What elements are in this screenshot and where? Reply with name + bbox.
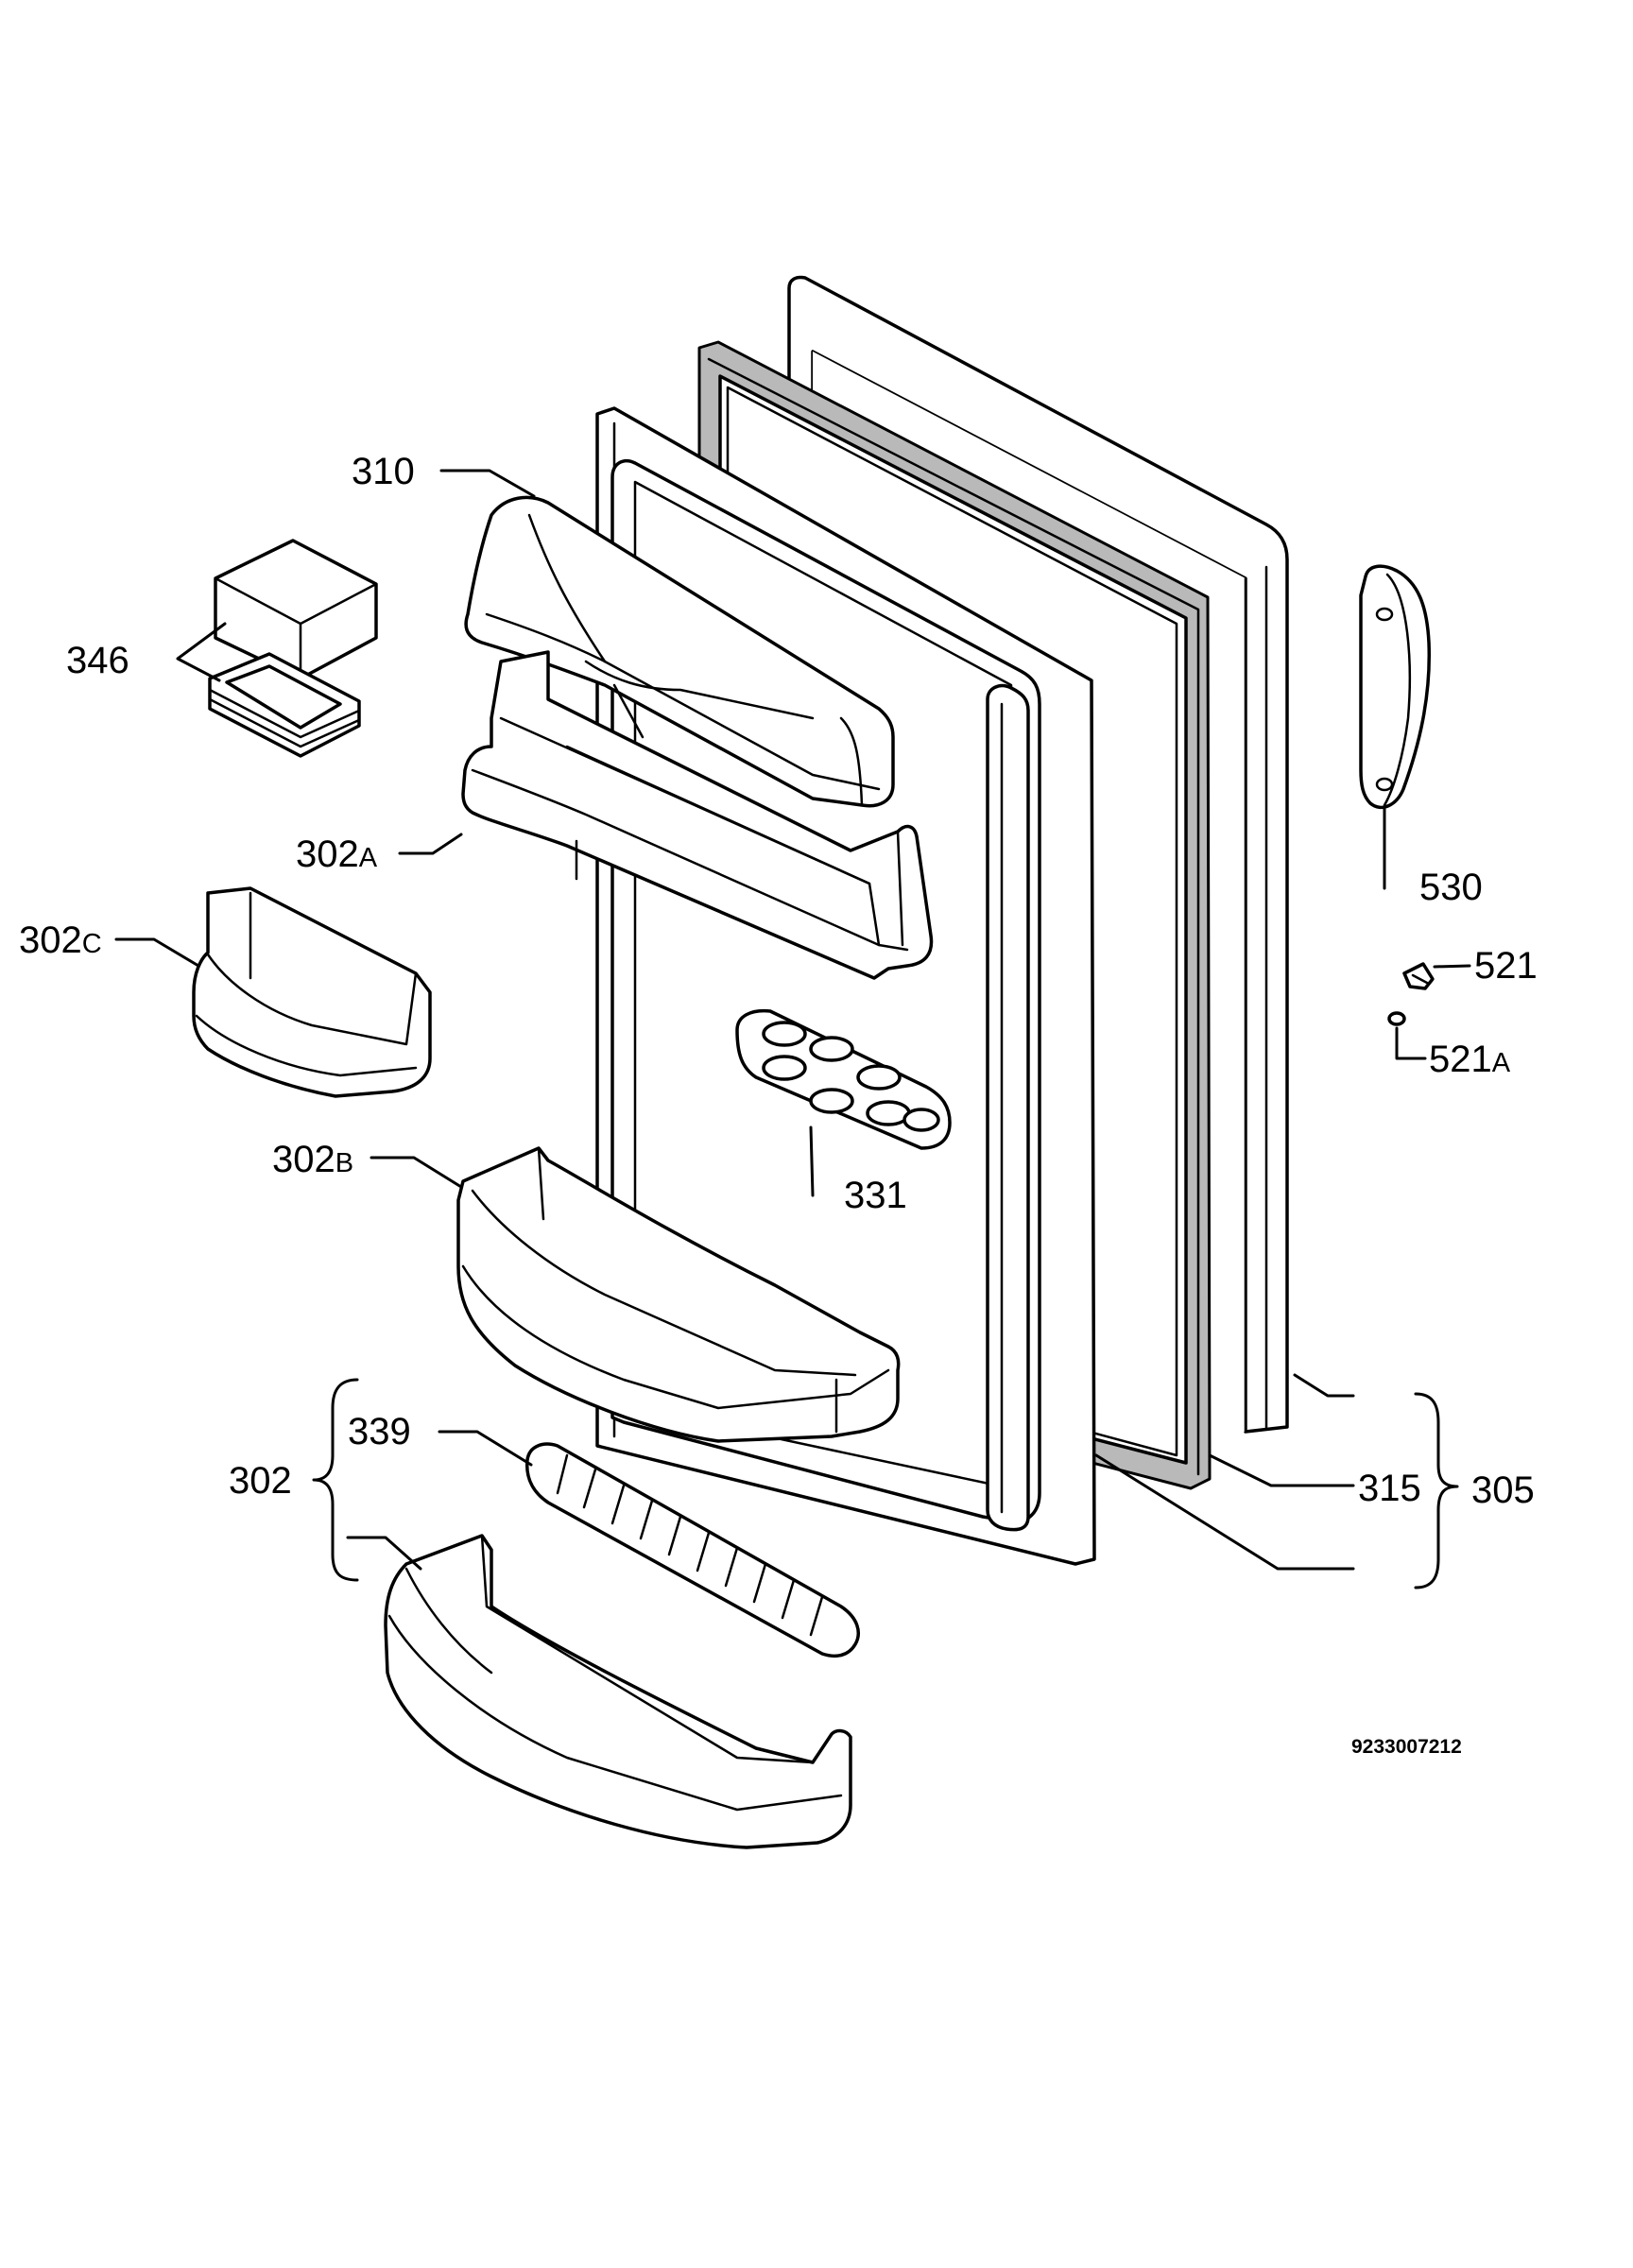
shelf-302C [192, 886, 432, 1098]
label-530: 530 [1419, 867, 1483, 908]
label-331: 331 [844, 1175, 907, 1216]
bottle-shelf-302 [384, 1534, 852, 1849]
label-302B: 302B [272, 1139, 353, 1180]
label-521: 521 [1474, 945, 1538, 987]
egg-tray-331 [735, 1008, 952, 1150]
label-339: 339 [348, 1411, 411, 1452]
label-305: 305 [1471, 1469, 1535, 1511]
washer-521A [1387, 1011, 1406, 1026]
label-302A: 302A [296, 833, 378, 875]
small-box-346 [208, 539, 378, 758]
label-346: 346 [66, 640, 129, 681]
screw-521 [1402, 962, 1435, 990]
shelf-302A [461, 650, 934, 980]
door-handle-530 [1359, 564, 1432, 810]
label-310: 310 [352, 451, 415, 492]
label-315: 315 [1358, 1468, 1421, 1509]
label-521A: 521A [1429, 1039, 1511, 1080]
bottle-retainer-339 [525, 1442, 860, 1658]
label-302: 302 [229, 1460, 292, 1502]
leader-lines [114, 469, 1471, 1571]
drawing-code: 9233007212 [1351, 1736, 1462, 1758]
label-302C: 302C [19, 919, 102, 961]
brace-302 [312, 1378, 359, 1582]
shelf-310 [464, 495, 895, 808]
brace-305 [1414, 1392, 1459, 1589]
shelf-302B [456, 1146, 901, 1443]
